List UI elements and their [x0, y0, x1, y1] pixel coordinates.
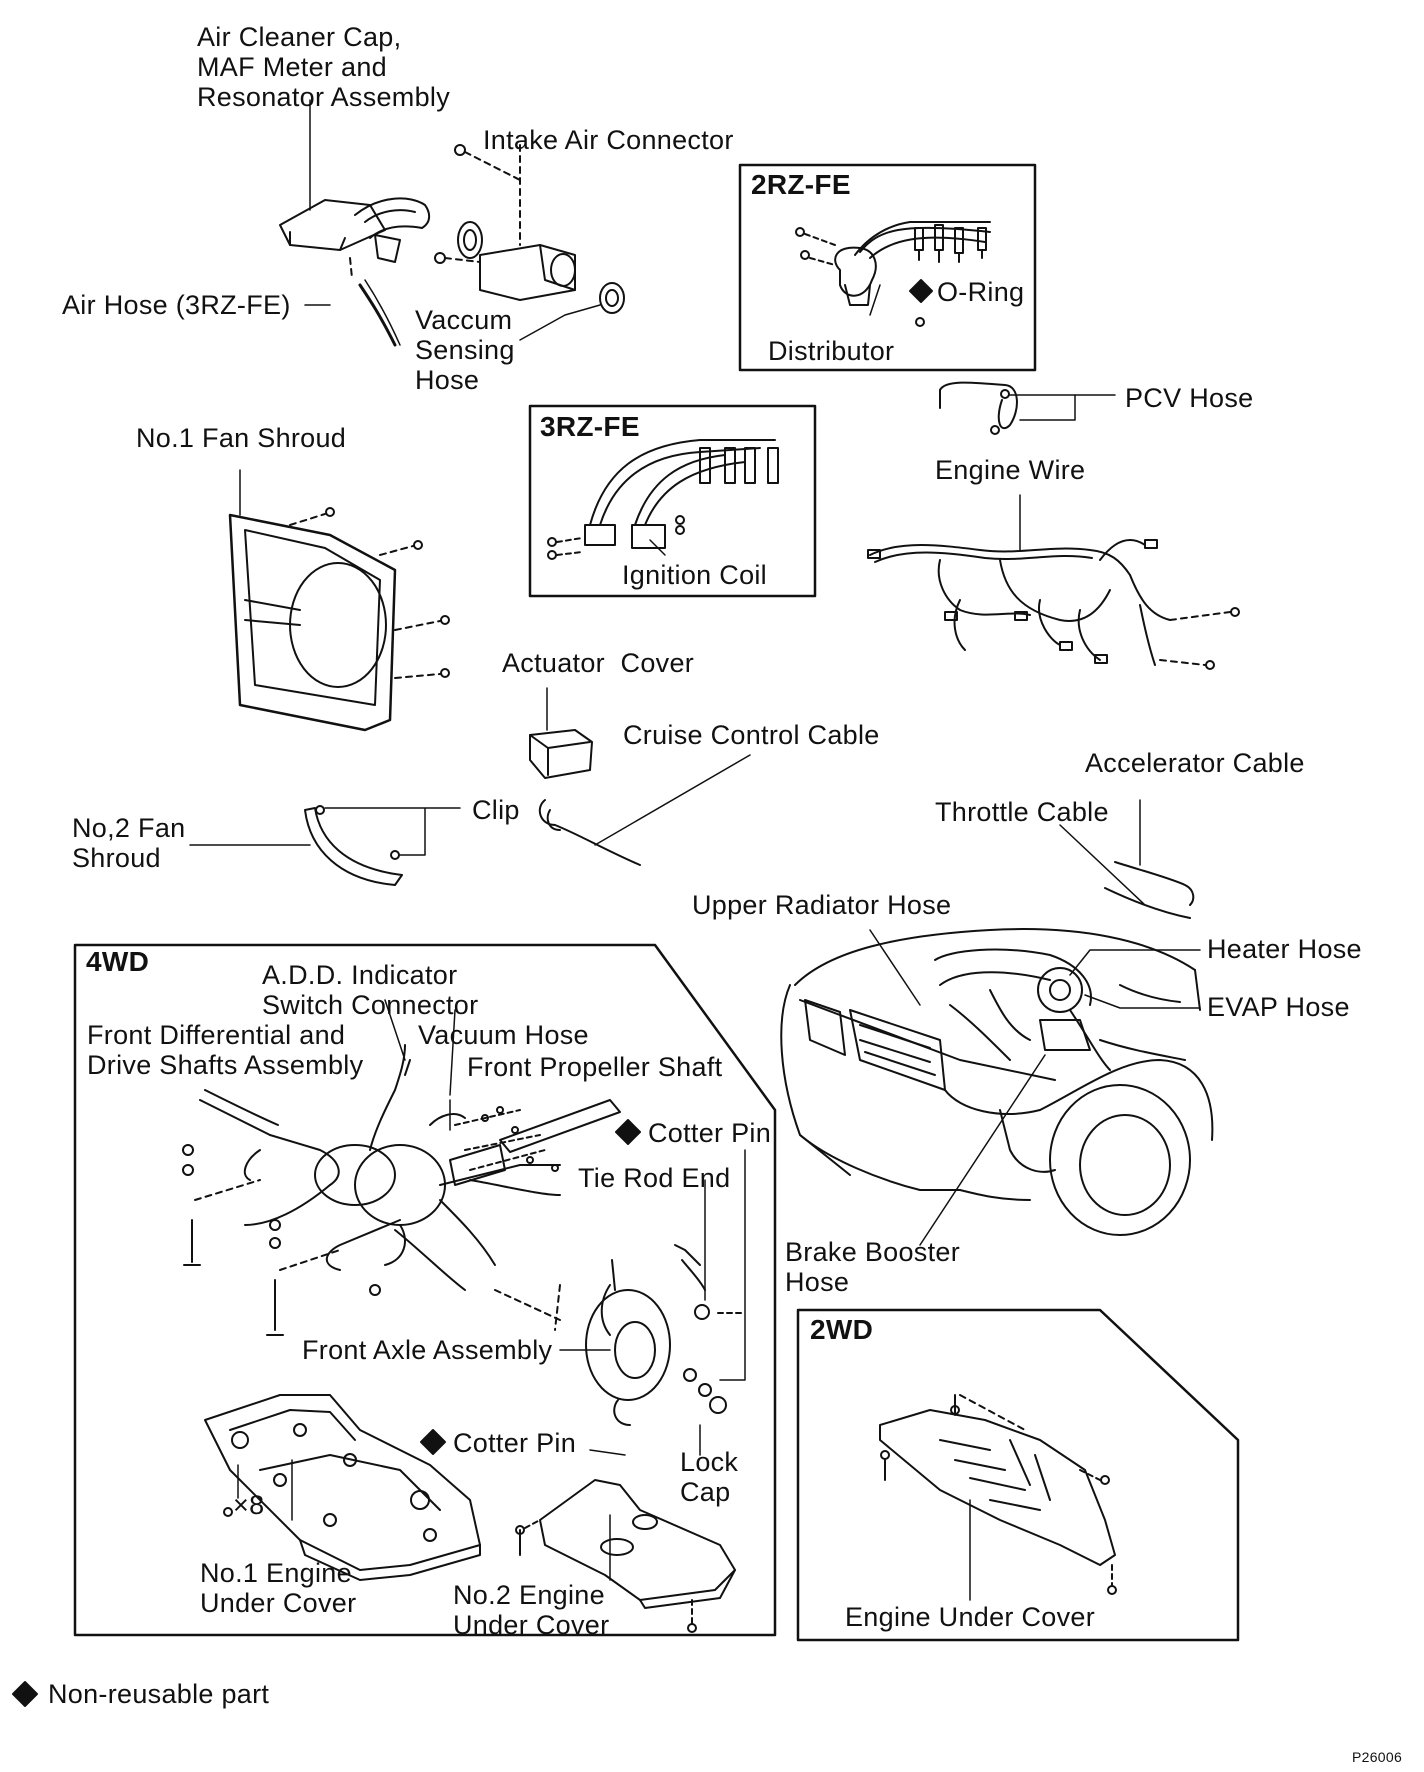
label-air-hose: Air Hose (3RZ-FE): [62, 290, 291, 320]
diamond-symbol-cotter-pin-1: [615, 1119, 641, 1145]
label-box-4wd: 4WD: [86, 946, 150, 977]
ignition-coil-3rz-fe: [547, 439, 779, 560]
label-x8: ×8: [233, 1490, 265, 1520]
label-no1-engine-under-cover: No.1 Engine Under Cover: [200, 1558, 357, 1618]
leader-lines-top: [304, 99, 601, 341]
no2-fan-shroud-part: [189, 805, 461, 886]
label-box-2rz-fe: 2RZ-FE: [751, 169, 851, 200]
label-box-3rz-fe: 3RZ-FE: [540, 411, 640, 442]
label-ignition-coil: Ignition Coil: [622, 560, 767, 590]
label-front-axle-assembly: Front Axle Assembly: [302, 1335, 553, 1365]
label-cotter-pin-1: Cotter Pin: [648, 1118, 772, 1148]
label-no1-fan-shroud: No.1 Fan Shroud: [136, 423, 347, 453]
vacuum-hose-part: [369, 1044, 451, 1151]
label-front-differential: Front Differential and Drive Shafts Asse…: [87, 1020, 364, 1080]
box-2wd: [796, 1308, 1240, 1642]
diamond-symbol-o-ring: [909, 279, 933, 303]
label-heater-hose: Heater Hose: [1207, 934, 1362, 964]
label-lock-cap: Lock Cap: [680, 1447, 739, 1507]
label-actuator-cover: Actuator Cover: [502, 648, 695, 678]
no1-engine-under-cover-part: [204, 1394, 481, 1581]
no1-fan-shroud: [228, 469, 450, 732]
accelerator-throttle-cables: [1059, 799, 1195, 919]
4wd-leader-lines: [237, 999, 746, 1581]
vehicle-front: [780, 928, 1214, 1236]
label-upper-radiator-hose: Upper Radiator Hose: [692, 890, 952, 920]
2wd-engine-under-cover-part: [879, 1394, 1117, 1601]
no2-engine-under-cover-part: [515, 1479, 736, 1633]
box-3rz-fe: [528, 404, 817, 598]
legend-diamond-symbol: [12, 1681, 38, 1707]
vehicle-leader-lines: [869, 929, 1201, 1246]
label-engine-wire: Engine Wire: [935, 455, 1086, 485]
fastener-bolts: [349, 144, 521, 279]
cruise-control-cable-part: [538, 754, 751, 866]
label-vacuum-hose: Vacuum Hose: [418, 1020, 589, 1050]
label-box-2wd: 2WD: [810, 1314, 874, 1345]
label-air-cleaner: Air Cleaner Cap, MAF Meter and Resonator…: [197, 22, 451, 112]
label-accelerator-cable: Accelerator Cable: [1085, 748, 1305, 778]
front-axle-part: [585, 1244, 746, 1426]
label-clip: Clip: [472, 795, 520, 825]
label-no2-engine-under-cover: No.2 Engine Under Cover: [453, 1580, 610, 1640]
label-brake-booster-hose: Brake Booster Hose: [785, 1237, 960, 1297]
distributor-2rz-fe: [795, 221, 991, 327]
air-cleaner-assembly: [279, 197, 625, 347]
label-vaccum-sensing-hose: Vaccum Sensing Hose: [415, 305, 515, 395]
label-cotter-pin-2: Cotter Pin: [453, 1428, 577, 1458]
legend-text: Non-reusable part: [48, 1679, 270, 1709]
label-tie-rod-end: Tie Rod End: [578, 1163, 731, 1193]
label-evap-hose: EVAP Hose: [1207, 992, 1350, 1022]
label-cruise-control-cable: Cruise Control Cable: [623, 720, 880, 750]
diamond-symbol-cotter-pin-2: [420, 1429, 446, 1455]
engine-wire-harness: [867, 494, 1240, 670]
pcv-hose: [939, 381, 1116, 435]
box-4wd: [73, 943, 777, 1637]
box-2rz-fe: [738, 163, 1037, 372]
figure-code: P26006: [1352, 1749, 1403, 1765]
label-distributor: Distributor: [768, 336, 895, 366]
front-differential-part: [199, 1089, 561, 1291]
label-front-propeller-shaft: Front Propeller Shaft: [467, 1052, 723, 1082]
label-throttle-cable: Throttle Cable: [935, 797, 1109, 827]
label-o-ring: O-Ring: [937, 277, 1025, 307]
label-engine-under-cover: Engine Under Cover: [845, 1602, 1096, 1632]
label-pcv-hose: PCV Hose: [1125, 383, 1254, 413]
label-intake-air-connector: Intake Air Connector: [483, 125, 734, 155]
front-propeller-shaft-part: [429, 1099, 621, 1186]
label-add-indicator: A.D.D. Indicator Switch Connector: [262, 960, 479, 1020]
4wd-fasteners: [182, 1106, 561, 1336]
label-no2-fan-shroud: No,2 Fan Shroud: [72, 813, 186, 873]
actuator-cover-part: [529, 687, 593, 779]
